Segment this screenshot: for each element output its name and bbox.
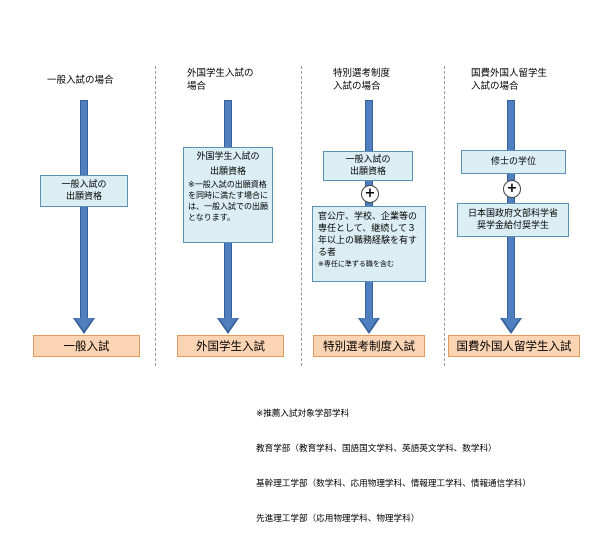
- column-1-qualification-box: 一般入試の 出願資格: [40, 175, 128, 207]
- column-3-qualification-box: 一般入試の 出願資格: [323, 151, 413, 181]
- column-3-plus-icon: +: [361, 185, 379, 203]
- column-2-qualification-box: 外国学生入試の 出願資格 ※一般入試の出願資格を同時に満たす場合には、一般入試で…: [183, 147, 273, 243]
- column-3-requirement-text: 官公庁、学校、企業等の専任として、継続して３年以上の職務経験を有する者: [318, 212, 418, 258]
- column-4-plus-icon: +: [503, 180, 521, 198]
- column-4-requirement-box: 日本国政府文部科学省 奨学金給付奨学生: [457, 203, 569, 237]
- column-3-title: 特別選考制度 入試の場合: [333, 68, 391, 92]
- footnote: ※推薦入試対象学部学科 教育学部（教育学科、国語国文学科、英語英文学科、数学科）…: [256, 386, 531, 537]
- column-2-qualification-sub: 出願資格: [209, 167, 246, 177]
- column-1-arrow-head: [73, 318, 95, 334]
- column-2-arrow-head: [217, 318, 239, 334]
- column-divider: [301, 66, 302, 366]
- footnote-line: 基幹理工学部（数学科、応用物理学科、情報理工学科、情報通信学科）: [256, 478, 532, 489]
- column-3-target: 特別選考制度入試: [313, 335, 425, 357]
- footnote-line: 教育学部（教育学科、国語国文学科、英語英文学科、数学科）: [256, 443, 497, 454]
- column-4-arrow-head: [500, 318, 522, 334]
- column-2-qualification-note: ※一般入試の出願資格を同時に満たす場合には、一般入試での出願となります。: [188, 180, 268, 222]
- footnote-line: 先進理工学部（応用物理学科、物理学科）: [256, 513, 420, 524]
- column-3-requirement-note: ※専任に準ずる職を含む: [318, 260, 394, 268]
- column-2-title: 外国学生入試の 場合: [187, 68, 254, 92]
- column-2-qualification-title: 外国学生入試の: [196, 152, 260, 162]
- column-4-qualification-box: 修士の学位: [461, 150, 566, 174]
- column-3-arrow-head: [358, 318, 380, 334]
- column-divider: [444, 66, 445, 366]
- column-1-arrow-shaft: [80, 100, 88, 320]
- column-2-target: 外国学生入試: [177, 335, 284, 357]
- column-1-title: 一般入試の場合: [47, 75, 114, 86]
- column-4-title: 国費外国人留学生 入試の場合: [471, 68, 548, 92]
- footnote-heading: ※推薦入試対象学部学科: [256, 409, 350, 420]
- column-4-target: 国費外国人留学生入試: [448, 335, 580, 357]
- column-divider: [155, 66, 156, 366]
- column-3-requirement-box: 官公庁、学校、企業等の専任として、継続して３年以上の職務経験を有する者 ※専任に…: [312, 206, 426, 282]
- column-1-target: 一般入試: [33, 335, 140, 357]
